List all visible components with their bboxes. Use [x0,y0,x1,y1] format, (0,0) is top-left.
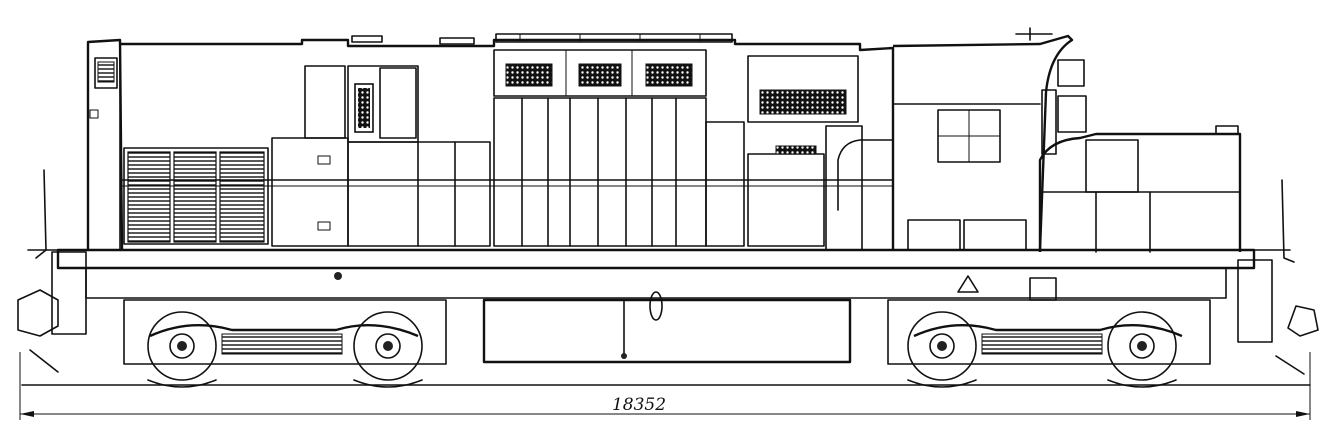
sill [85,267,1227,299]
rear-bogie [887,277,1211,388]
cab-roof [892,34,1074,251]
bogie-frame [123,299,447,365]
fuel-tank [482,298,852,364]
wheel [147,311,217,381]
nose-window [94,57,118,89]
rear-coupler [1237,179,1319,375]
radiator-panel [123,147,269,245]
rear-short-hood [1038,125,1242,253]
roof-fan-housing [495,33,733,43]
cab [892,27,1087,251]
overall-length-label: 18352 [612,395,666,415]
carbody [86,27,1242,253]
long-hood-roof [120,38,895,250]
front-bogie [123,299,447,388]
main-frame [56,248,1256,270]
length-dimension: 18352 [19,352,1311,420]
nose-hood [86,38,124,251]
engine-louver-row [493,49,707,97]
wheel [353,311,423,381]
wheel [1107,311,1177,381]
wheel [907,311,977,381]
engine-room-doors [493,97,707,247]
front-coupler [17,169,87,373]
cab-front-window [1057,95,1087,133]
